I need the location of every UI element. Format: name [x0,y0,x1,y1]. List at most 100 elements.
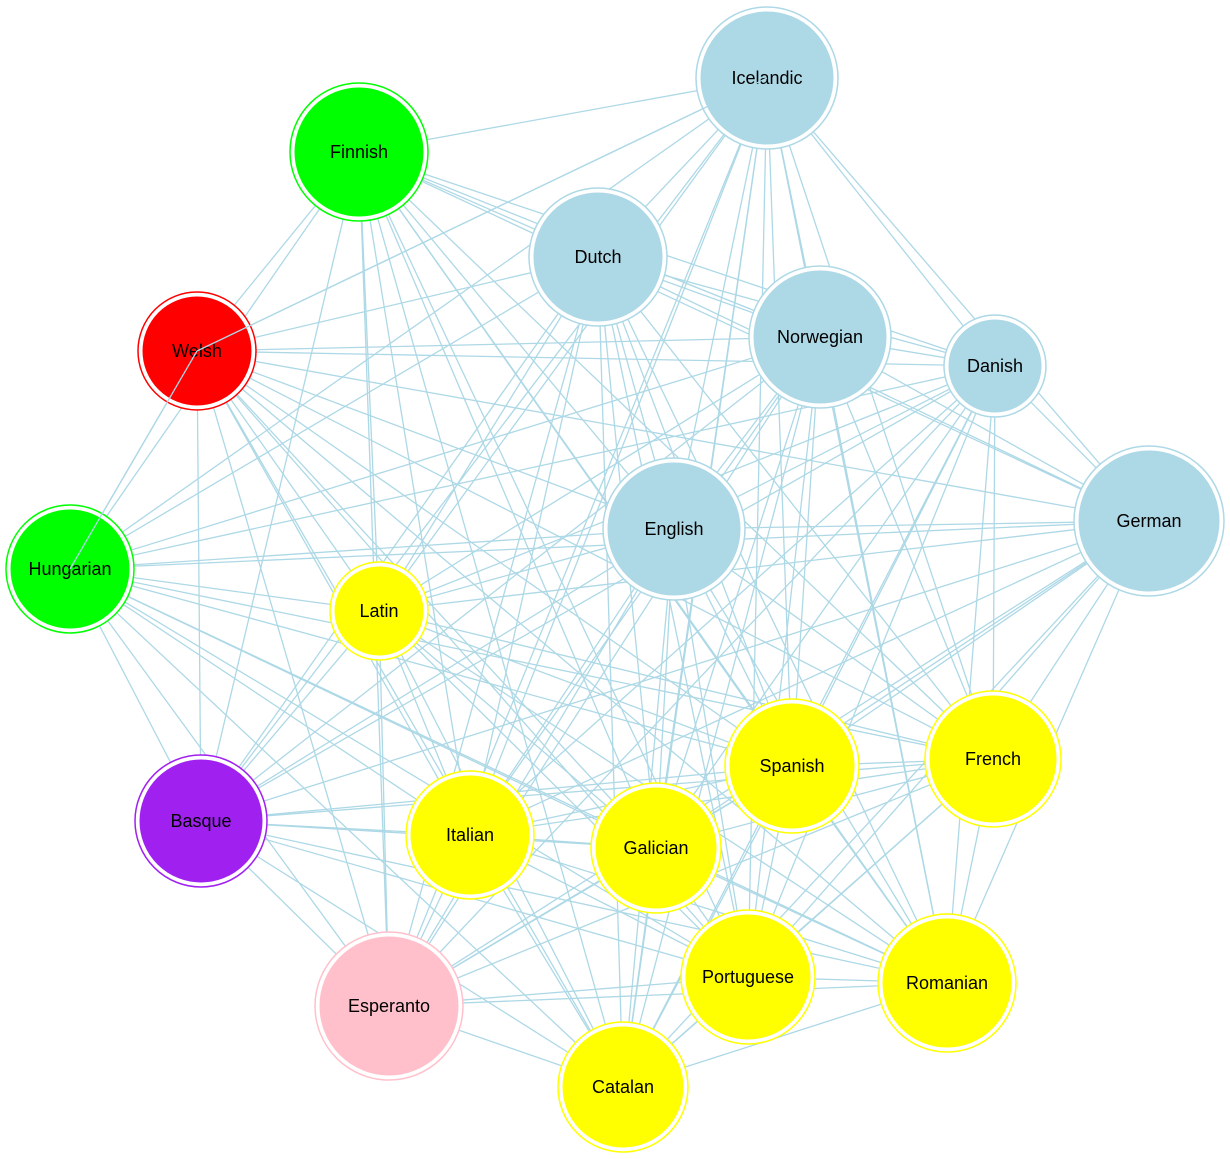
node-label-norwegian: Norwegian [777,327,863,347]
node-circle-finnish [294,87,424,217]
node-latin[interactable]: Latin [329,561,429,661]
edge-german-latin [378,520,1150,612]
edge-latin-portuguese [378,610,749,978]
node-circle-norwegian [753,270,887,404]
node-circle-latin [334,566,424,656]
node-circle-italian [410,775,530,895]
edge-latin-spanish [378,610,793,767]
node-catalan[interactable]: Catalan [557,1021,689,1153]
node-label-english: English [644,519,703,539]
edge-finnish-galician [358,151,657,849]
node-circle-english [607,462,741,596]
node-label-romanian: Romanian [906,973,988,993]
node-label-basque: Basque [170,811,231,831]
edge-welsh-catalan [196,350,624,1088]
edge-english-basque [200,528,675,822]
edge-finnish-french [358,151,994,760]
edge-danish-galician [655,365,996,849]
edge-finnish-english [358,151,675,530]
node-german[interactable]: German [1073,445,1225,597]
edge-english-hungarian [69,528,675,570]
node-label-danish: Danish [967,356,1023,376]
edge-dutch-esperanto [388,256,599,1007]
edge-finnish-catalan [358,151,624,1088]
edge-romanian-esperanto [388,982,948,1007]
edge-basque-romanian [200,820,948,984]
node-label-esperanto: Esperanto [348,996,430,1016]
edge-norwegian-romanian [819,336,948,984]
edge-italian-romanian [469,834,948,984]
edge-norwegian-latin [378,336,821,612]
edge-norwegian-galician [655,336,821,849]
node-label-galician: Galician [623,838,688,858]
edge-icelandic-english [673,77,768,530]
node-italian[interactable]: Italian [405,770,535,900]
node-label-french: French [965,749,1021,769]
edge-dutch-romanian [597,256,948,984]
node-label-finnish: Finnish [330,142,388,162]
node-label-latin: Latin [359,601,398,621]
edge-german-basque [200,520,1150,822]
edge-welsh-romanian [196,350,948,984]
edge-french-italian [469,758,994,836]
edge-danish-italian [469,365,996,836]
edge-dutch-italian [469,256,599,836]
edge-latin-french [378,610,994,760]
edge-dutch-hungarian [69,256,599,570]
edge-welsh-german [196,350,1150,522]
node-circle-danish [948,319,1042,413]
node-label-german: German [1116,511,1181,531]
node-circle-spanish [729,703,855,829]
edge-norwegian-portuguese [747,336,821,978]
edge-welsh-esperanto [196,350,390,1007]
edge-english-esperanto [388,528,675,1007]
node-romanian[interactable]: Romanian [877,913,1017,1053]
edge-french-basque [200,758,994,822]
node-esperanto[interactable]: Esperanto [314,931,464,1081]
edge-danish-basque [200,365,996,822]
edge-hungarian-romanian [69,568,948,984]
node-label-dutch: Dutch [574,247,621,267]
edge-dutch-german [597,256,1150,522]
node-french[interactable]: French [924,690,1062,828]
edge-finnish-basque [200,151,360,822]
node-label-spanish: Spanish [759,756,824,776]
edge-welsh-french [196,350,994,760]
node-english[interactable]: English [602,457,746,601]
node-circle-esperanto [319,936,459,1076]
edge-danish-romanian [946,365,996,984]
edge-norwegian-basque [200,336,821,822]
node-galician[interactable]: Galician [590,782,722,914]
nodes-layer: IcelandicFinnishDutchNorwegianDanishWels… [5,6,1225,1153]
node-norwegian[interactable]: Norwegian [748,265,892,409]
node-circle-catalan [562,1026,684,1148]
node-circle-galician [595,787,717,909]
edge-icelandic-french [766,77,994,760]
node-label-catalan: Catalan [592,1077,654,1097]
node-label-portuguese: Portuguese [702,967,794,987]
node-portuguese[interactable]: Portuguese [680,909,816,1045]
edge-norwegian-catalan [622,336,821,1088]
edge-dutch-portuguese [597,256,749,978]
node-dutch[interactable]: Dutch [528,187,668,327]
edge-icelandic-hungarian [69,77,768,570]
edge-hungarian-spanish [69,568,793,767]
edge-german-italian [469,520,1150,836]
node-circle-french [929,695,1057,823]
edge-overlay-icelandic-welsh [196,77,768,352]
node-basque[interactable]: Basque [134,754,268,888]
node-spanish[interactable]: Spanish [724,698,860,834]
node-danish[interactable]: Danish [943,314,1047,418]
node-circle-romanian [882,918,1012,1048]
edge-norwegian-welsh [196,336,821,352]
node-label-italian: Italian [446,825,494,845]
edge-overlay-hungarian-welsh [69,350,198,570]
node-finnish[interactable]: Finnish [289,82,429,222]
node-circle-german [1078,450,1220,592]
edge-finnish-danish [358,151,996,367]
edge-hungarian-italian [69,568,471,836]
edge-icelandic-basque [200,77,768,822]
node-circle-basque [139,759,263,883]
edge-english-german [673,520,1150,530]
